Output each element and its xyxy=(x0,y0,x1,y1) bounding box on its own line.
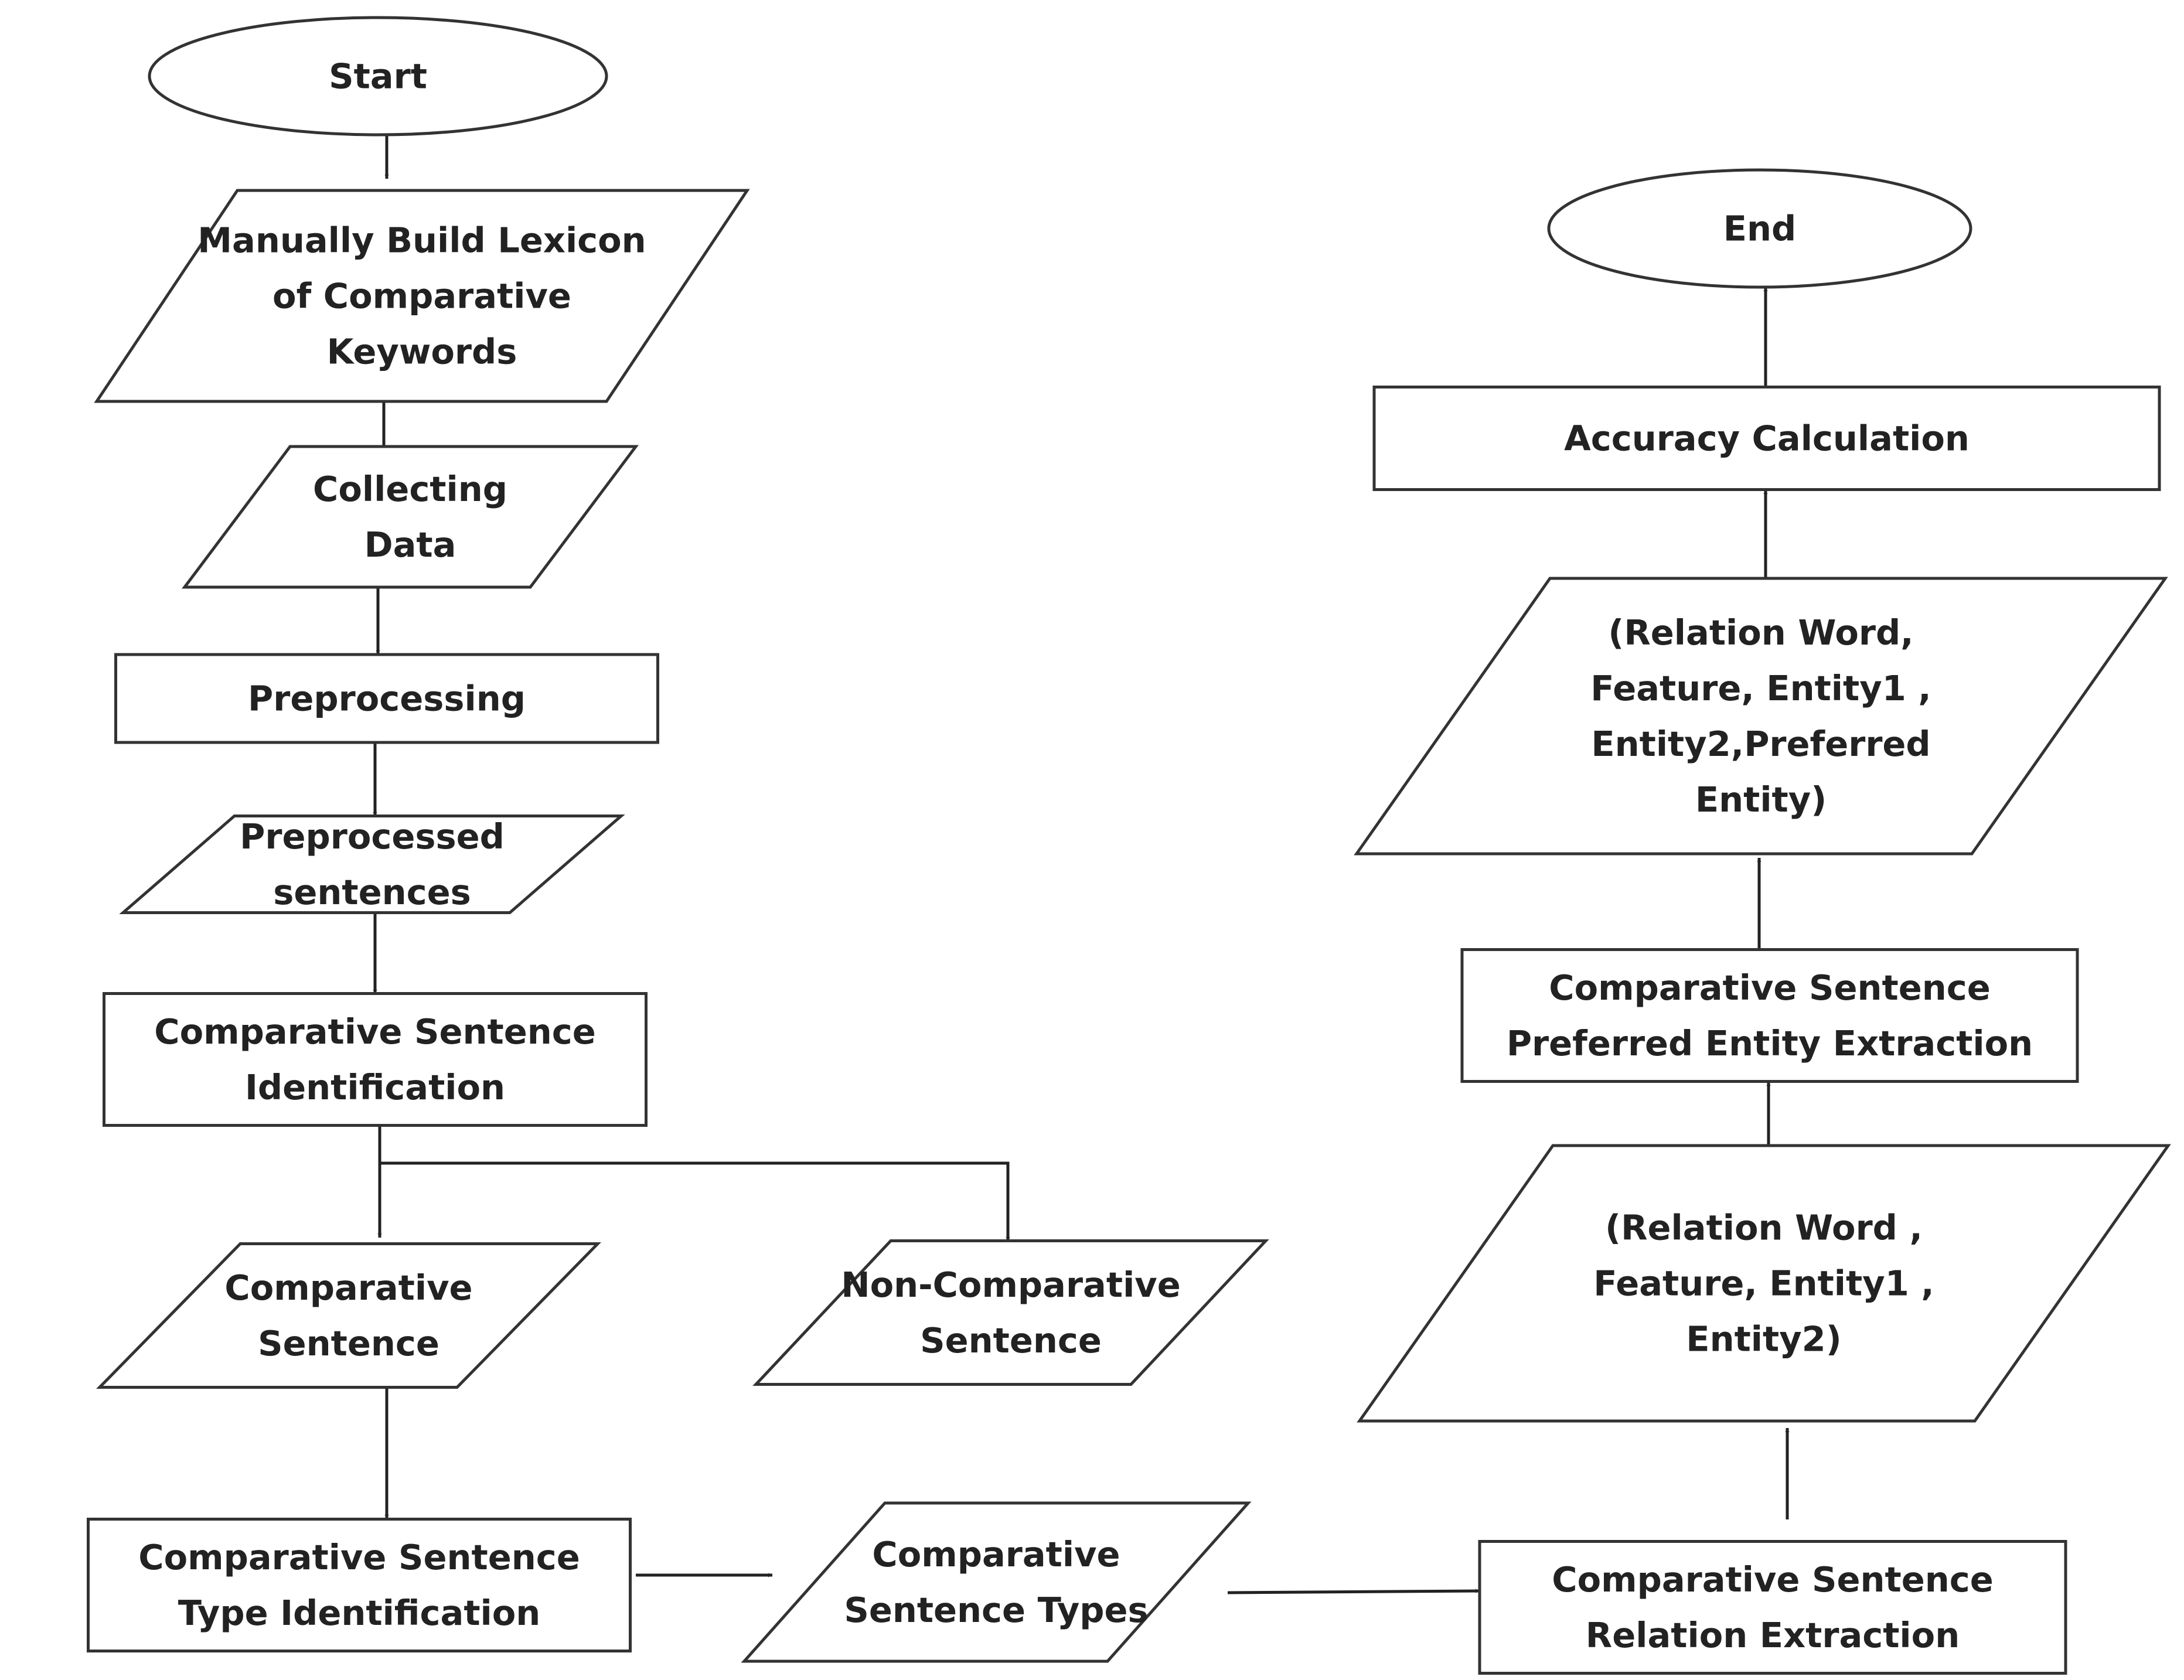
terminal-ellipse xyxy=(148,16,608,137)
node-label: Preferred Entity Extraction xyxy=(1507,1023,2033,1064)
node-label: Preprocessing xyxy=(248,679,526,719)
data-parallelogram xyxy=(94,189,750,403)
process-box xyxy=(114,653,659,744)
terminal-ellipse xyxy=(1547,168,1972,289)
node-label: Data xyxy=(364,524,456,565)
data-parallelogram xyxy=(1357,1144,2171,1423)
data-parallelogram xyxy=(1354,577,2168,856)
node-label: Comparative Sentence xyxy=(138,1537,580,1577)
data-parallelogram xyxy=(119,815,625,914)
node-preprocessed: Preprocessed sentences xyxy=(119,815,625,914)
data-parallelogram xyxy=(182,445,639,589)
node-label: Comparative xyxy=(224,1267,472,1308)
node-label: Identification xyxy=(245,1067,505,1107)
node-label: Comparative Sentence xyxy=(1552,1559,1993,1600)
node-end: End xyxy=(1547,168,1972,289)
node-label: Start xyxy=(329,56,427,97)
node-label: Sentence Types xyxy=(844,1590,1148,1630)
node-label: Accuracy Calculation xyxy=(1564,418,1970,459)
arrow-types-to-relation_ext xyxy=(1227,1589,1480,1594)
node-start: Start xyxy=(148,16,608,137)
node-label: of Comparative xyxy=(272,276,571,316)
node-label: (Relation Word , xyxy=(1605,1208,1923,1248)
process-box xyxy=(1372,386,2161,491)
process-box xyxy=(103,992,648,1127)
node-label: Keywords xyxy=(327,332,517,372)
connectors xyxy=(373,135,1790,1594)
data-parallelogram xyxy=(752,1239,1269,1386)
arrow-identification-to-noncomparative xyxy=(380,1161,1010,1241)
data-parallelogram xyxy=(96,1242,601,1389)
node-label: Type Identification xyxy=(178,1593,541,1633)
node-label: End xyxy=(1723,209,1797,249)
node-label: Sentence xyxy=(920,1320,1102,1361)
node-label: (Relation Word, xyxy=(1608,612,1913,653)
node-label: Relation Extraction xyxy=(1586,1615,1960,1655)
node-label: Non-Comparative xyxy=(841,1265,1181,1305)
process-box xyxy=(1478,1540,2067,1675)
process-box xyxy=(87,1518,632,1652)
node-label: Manually Build Lexicon xyxy=(197,220,646,261)
process-box xyxy=(1460,948,2079,1083)
data-parallelogram xyxy=(741,1501,1252,1663)
node-label: Feature, Entity1 , xyxy=(1590,668,1931,708)
node-tuple5: (Relation Word, Feature, Entity1 , Entity2… xyxy=(1354,577,2168,856)
node-tuple4: (Relation Word , Feature, Entity1 , Entity… xyxy=(1357,1144,2171,1423)
node-preprocessing: Preprocessing xyxy=(114,653,659,744)
node-label: Comparative xyxy=(872,1534,1120,1575)
node-label: sentences xyxy=(273,872,471,912)
node-label: Entity2,Preferred xyxy=(1591,724,1930,764)
node-label: Sentence xyxy=(258,1323,439,1364)
node-label: Entity2) xyxy=(1686,1319,1841,1359)
node-label: Collecting xyxy=(313,469,507,509)
node-label: Comparative Sentence xyxy=(154,1011,595,1052)
node-accuracy: Accuracy Calculation xyxy=(1372,386,2161,491)
node-lexicon: Manually Build Lexicon of ComparativeKeyw… xyxy=(94,189,750,403)
node-label: Comparative Sentence xyxy=(1549,967,1990,1008)
node-label: Preprocessed xyxy=(240,816,505,857)
node-label: Entity) xyxy=(1695,779,1827,820)
node-label: Feature, Entity1 , xyxy=(1593,1263,1934,1304)
